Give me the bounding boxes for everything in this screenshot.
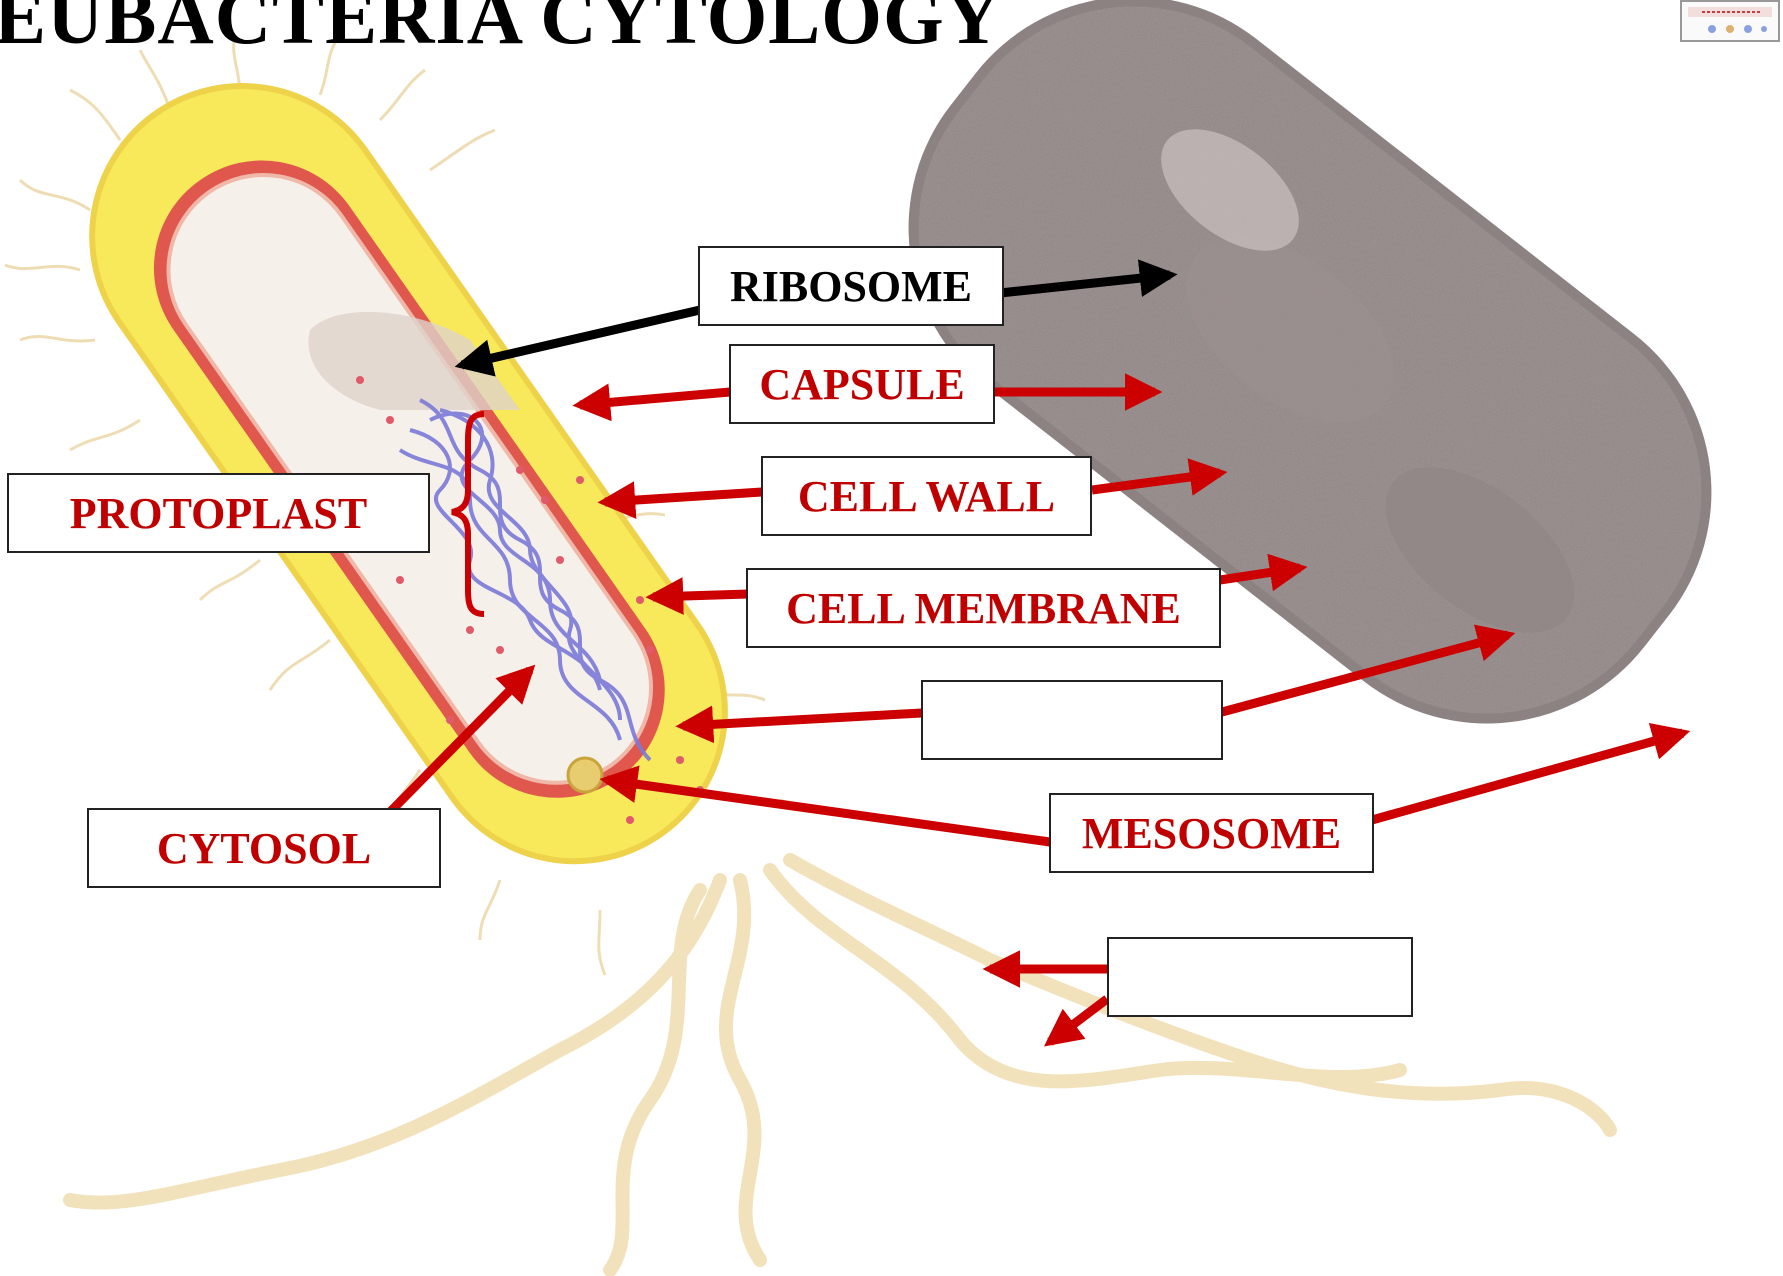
flagella [70,860,1610,1270]
cell-membrane-label: CELL MEMBRANE [746,568,1221,648]
mesosome-label: MESOSOME [1049,793,1374,873]
mesosome-illustration [568,758,602,792]
ribosome-label: RIBOSOME [698,246,1004,326]
capsule-label: CAPSULE [729,344,995,424]
cytosol-label: CYTOSOL [87,808,441,888]
slide-thumbnail-icon [1680,0,1780,42]
cell-wall-label: CELL WALL [761,456,1092,536]
protoplast-label: PROTOPLAST [7,473,430,553]
blank-label-flagella[interactable] [1107,937,1413,1017]
blank-label-nucleoid[interactable] [921,680,1223,760]
page-title: EUBACTERIA CYTOLOGY [0,0,1002,62]
